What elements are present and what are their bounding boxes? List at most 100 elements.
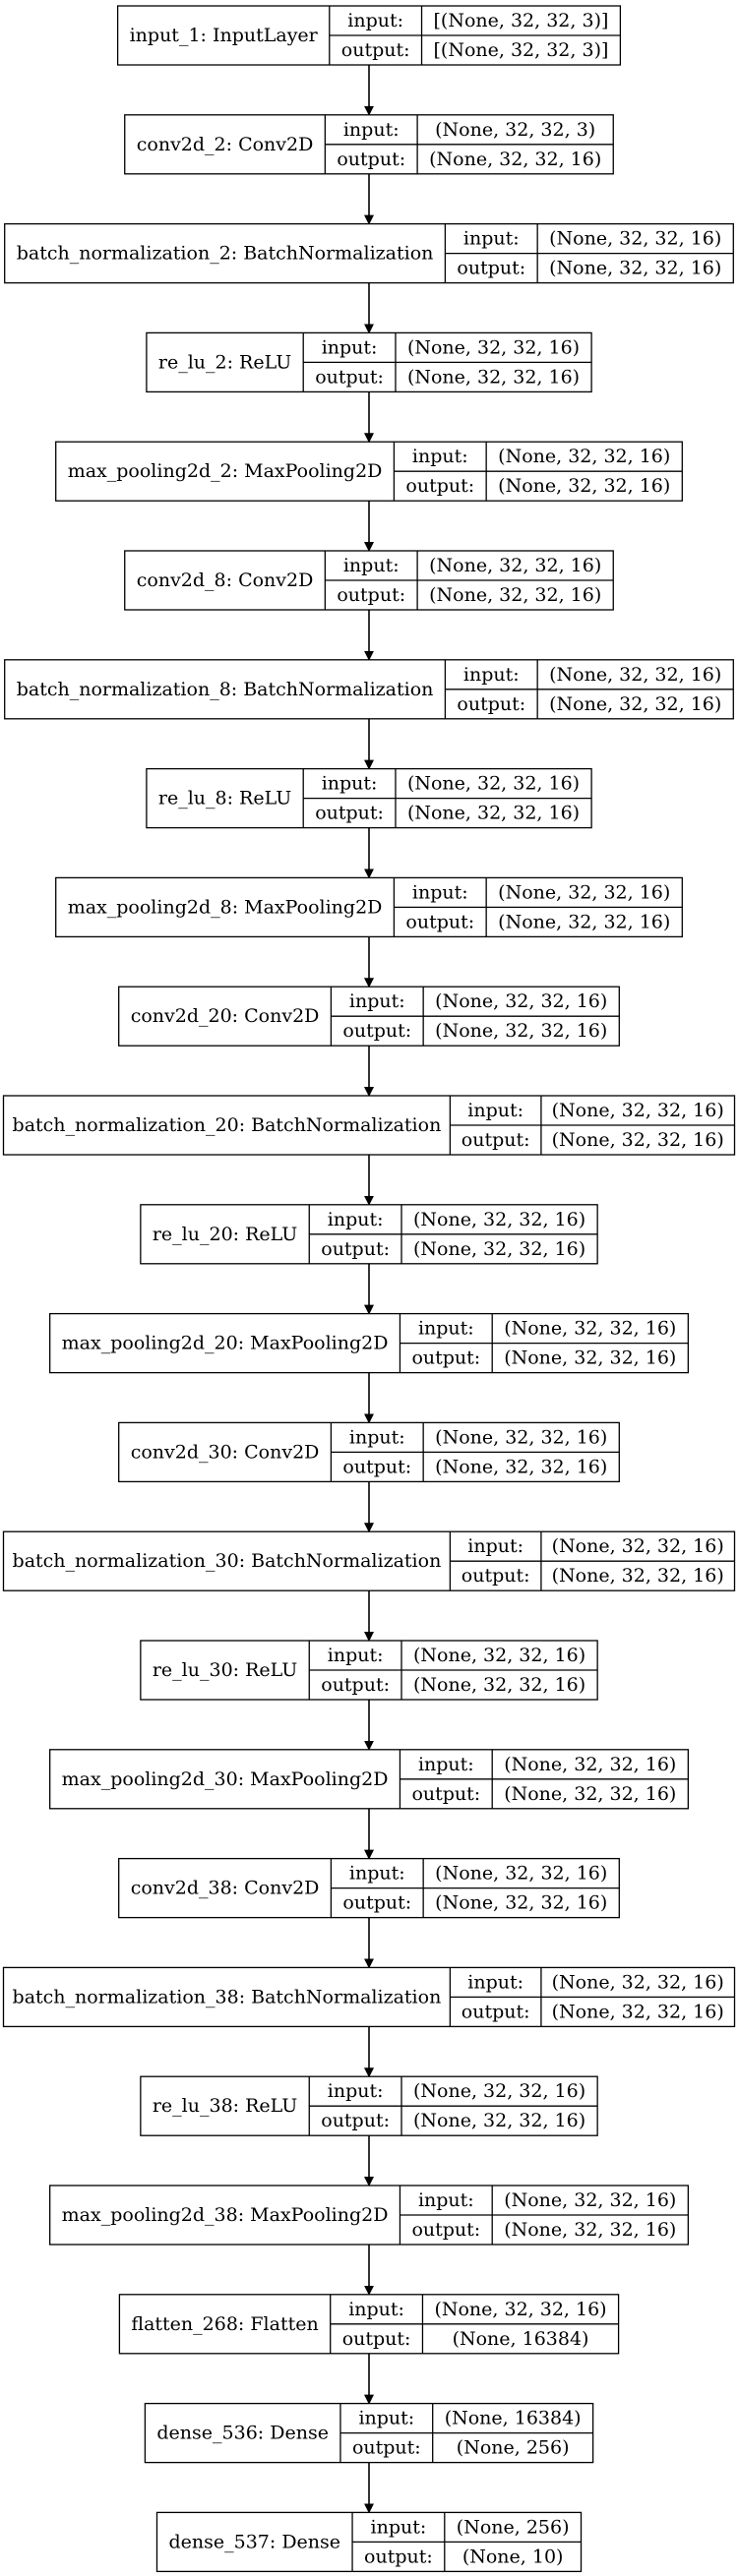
input-shape: (None, 32, 32, 16): [435, 990, 607, 1012]
input-shape: (None, 32, 32, 16): [498, 446, 670, 467]
output-shape: (None, 32, 32, 16): [552, 1129, 724, 1151]
input-port-label: input:: [328, 1645, 384, 1666]
input-shape: (None, 32, 32, 16): [435, 1426, 607, 1448]
layer-node: max_pooling2d_20: MaxPooling2D input: outp…: [49, 1312, 689, 1374]
layer-name: re_lu_30: ReLU: [153, 1659, 297, 1681]
output-shape: (None, 32, 32, 16): [552, 1565, 724, 1587]
layer-name: max_pooling2d_8: MaxPooling2D: [68, 896, 383, 918]
layer-name: max_pooling2d_2: MaxPooling2D: [68, 460, 383, 482]
layer-name: batch_normalization_8: BatchNormalizatio…: [17, 679, 434, 700]
input-port-label: input:: [322, 773, 378, 795]
output-port-label: output:: [364, 2546, 433, 2567]
layer-node: batch_normalization_38: BatchNormalizati…: [2, 1966, 736, 2028]
input-port-label: input:: [349, 1426, 405, 1448]
input-port-label: input:: [463, 228, 520, 250]
output-port-label: output:: [405, 475, 474, 497]
input-port-label: input:: [418, 1318, 474, 1340]
layer-node: max_pooling2d_30: MaxPooling2D input: outp…: [49, 1749, 689, 1810]
output-shape: (None, 10): [462, 2546, 564, 2567]
output-shape: (None, 256): [457, 2437, 570, 2459]
input-shape: (None, 32, 32, 16): [549, 228, 721, 250]
layer-node: input_1: InputLayerinput:output:[(None, …: [116, 5, 622, 66]
output-port-label: output:: [457, 258, 525, 279]
input-port-label: input:: [412, 446, 468, 467]
input-shape: (None, 16384): [445, 2408, 582, 2429]
input-shape: (None, 32, 32, 16): [549, 664, 721, 686]
input-port-label: input:: [349, 990, 405, 1012]
input-port-label: input:: [463, 664, 520, 686]
layer-name: batch_normalization_20: BatchNormalizati…: [13, 1114, 442, 1136]
input-port-label: input:: [328, 2080, 384, 2102]
output-port-label: output:: [411, 1783, 480, 1805]
output-shape: (None, 32, 32, 16): [407, 803, 580, 824]
input-shape: [(None, 32, 32, 3)]: [434, 10, 609, 31]
input-port-label: input:: [343, 555, 400, 576]
input-shape: (None, 32, 32, 16): [504, 1754, 676, 1775]
output-port-label: output:: [352, 2437, 421, 2459]
layer-node: batch_normalization_30: BatchNormalizati…: [2, 1530, 736, 1591]
layer-node: max_pooling2d_8: MaxPooling2Dinput:outpu…: [55, 876, 683, 938]
input-shape: (None, 32, 32, 16): [552, 1971, 724, 1993]
input-port-label: input:: [418, 1754, 474, 1775]
output-shape: (None, 32, 32, 16): [413, 1674, 585, 1696]
output-port-label: output:: [315, 803, 384, 824]
output-shape: (None, 32, 32, 16): [413, 2110, 585, 2131]
layer-name: conv2d_8: Conv2D: [137, 569, 314, 591]
input-shape: (None, 32, 32, 16): [504, 1318, 676, 1340]
output-shape: (None, 32, 32, 16): [504, 1348, 676, 1369]
output-port-label: output:: [342, 1892, 411, 1914]
layer-name: dense_536: Dense: [156, 2423, 329, 2444]
input-shape: (None, 32, 32, 16): [435, 1863, 607, 1885]
layer-name: re_lu_38: ReLU: [153, 2095, 297, 2117]
output-shape: (None, 32, 32, 16): [429, 584, 601, 606]
output-port-label: output:: [342, 1456, 411, 1477]
output-port-label: output:: [342, 1020, 411, 1042]
input-shape: (None, 32, 32, 16): [429, 555, 601, 576]
input-port-label: input:: [412, 881, 468, 903]
layer-node: batch_normalization_20: BatchNormalizati…: [2, 1095, 736, 1156]
input-shape: (None, 32, 32, 16): [413, 2080, 585, 2102]
input-port-label: input:: [347, 10, 403, 31]
output-shape: (None, 32, 32, 16): [504, 2219, 676, 2241]
input-port-label: input:: [322, 336, 378, 358]
input-port-label: input:: [343, 119, 400, 141]
output-shape: (None, 32, 32, 16): [435, 1892, 607, 1914]
output-shape: (None, 32, 32, 16): [498, 911, 670, 932]
output-shape: (None, 32, 32, 16): [435, 1020, 607, 1042]
layer-name: conv2d_38: Conv2D: [131, 1878, 320, 1899]
output-port-label: output:: [315, 366, 384, 388]
input-shape: (None, 32, 32, 16): [407, 336, 580, 358]
layer-name: re_lu_2: ReLU: [158, 351, 291, 373]
layer-name: max_pooling2d_30: MaxPooling2D: [62, 1768, 389, 1790]
layer-name: max_pooling2d_38: MaxPooling2D: [62, 2204, 389, 2226]
input-port-label: input:: [467, 1535, 523, 1557]
input-port-label: input:: [371, 2516, 427, 2538]
output-port-label: output:: [411, 1348, 480, 1369]
output-shape: (None, 32, 32, 16): [435, 1456, 607, 1477]
layer-node: conv2d_8: Conv2D input: output: (None, 32, …: [124, 550, 614, 611]
output-shape: (None, 32, 32, 16): [429, 149, 601, 170]
layer-node: batch_normalization_8: BatchNormalizatio…: [4, 659, 734, 720]
output-shape: (None, 32, 32, 16): [549, 258, 721, 279]
input-shape: (None, 32, 32, 3): [435, 119, 595, 141]
layer-name: max_pooling2d_20: MaxPooling2D: [62, 1333, 389, 1354]
output-shape: [(None, 32, 32, 3)]: [434, 39, 609, 61]
layer-name: flatten_268: Flatten: [131, 2313, 318, 2335]
output-port-label: output:: [457, 693, 525, 715]
output-port-label: output:: [337, 584, 405, 606]
output-shape: (None, 32, 32, 16): [498, 475, 670, 497]
output-shape: (None, 16384): [453, 2328, 589, 2350]
output-shape: (None, 32, 32, 16): [552, 2001, 724, 2022]
layer-name: conv2d_20: Conv2D: [131, 1005, 320, 1027]
output-port-label: output:: [337, 149, 405, 170]
input-shape: (None, 32, 32, 16): [552, 1100, 724, 1121]
layer-node: dense_536: Dense input: output: (None, 1638…: [144, 2402, 594, 2464]
output-shape: (None, 32, 32, 16): [504, 1783, 676, 1805]
input-shape: (None, 32, 32, 16): [413, 1209, 585, 1230]
input-port-label: input:: [358, 2408, 414, 2429]
output-shape: (None, 32, 32, 16): [407, 366, 580, 388]
